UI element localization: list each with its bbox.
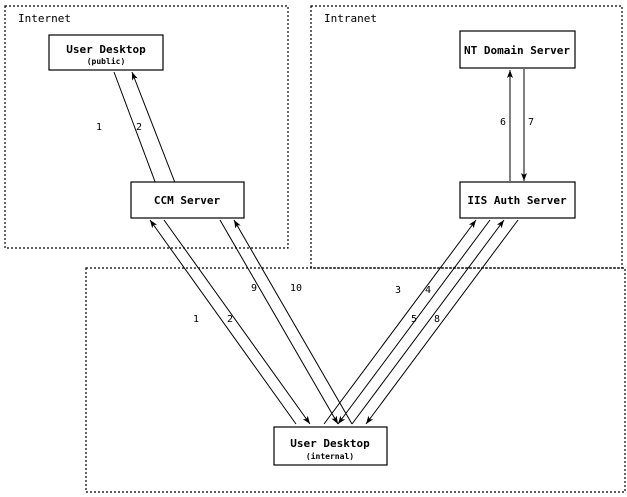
node-user-desktop-public-subtitle: (public) bbox=[87, 56, 126, 66]
flow-line-5-internal-to-iis bbox=[351, 219, 505, 425]
zone-internet-label: Internet bbox=[18, 12, 71, 25]
flow-line-10-internal-to-ccm bbox=[233, 219, 353, 425]
flow-line-2b-ccm-to-internal bbox=[163, 219, 311, 425]
flow-line-4-iis-to-internal bbox=[337, 219, 491, 425]
step-label-3: 3 bbox=[395, 285, 401, 296]
node-nt-domain-server-box[interactable] bbox=[459, 30, 576, 69]
flow-iis-nt-domain bbox=[507, 69, 527, 181]
step-label-6: 6 bbox=[500, 117, 506, 128]
node-nt-domain-server-title: NT Domain Server bbox=[464, 44, 570, 57]
node-user-desktop-public-box[interactable] bbox=[48, 34, 164, 71]
step-label-4: 4 bbox=[425, 285, 431, 296]
node-ccm-server-title: CCM Server bbox=[154, 194, 221, 207]
node-iis-auth-server-box[interactable] bbox=[459, 181, 576, 219]
flow-ccm-internal-desktop-b bbox=[219, 219, 353, 425]
flow-line-8-iis-to-internal bbox=[365, 219, 519, 425]
node-user-desktop-internal-subtitle: (internal) bbox=[306, 451, 354, 461]
zone-intranet-label: Intranet bbox=[324, 12, 377, 25]
node-nt-domain-server[interactable]: NT Domain Server bbox=[459, 30, 576, 69]
flow-internal-desktop-iis-a bbox=[323, 219, 491, 425]
node-user-desktop-public-title: User Desktop bbox=[66, 43, 146, 56]
node-user-desktop-internal[interactable]: User Desktop (internal) bbox=[273, 426, 388, 466]
flow-line-1b-internal-to-ccm bbox=[149, 219, 297, 425]
step-label-7: 7 bbox=[528, 117, 534, 128]
node-user-desktop-internal-box[interactable] bbox=[273, 426, 388, 466]
node-user-desktop-internal-title: User Desktop bbox=[290, 437, 370, 450]
flow-line-9-ccm-to-internal bbox=[219, 219, 339, 425]
flow-internal-desktop-ccm-a bbox=[149, 219, 311, 425]
zone-internet: Internet bbox=[4, 5, 289, 249]
step-label-9: 9 bbox=[251, 283, 257, 294]
step-label-1-public: 1 bbox=[96, 122, 102, 133]
step-label-8: 8 bbox=[434, 314, 440, 325]
flow-internal-desktop-iis-b bbox=[351, 219, 519, 425]
zone-internal-network bbox=[85, 267, 626, 493]
step-labels: 1 2 6 7 9 10 1 2 3 4 5 8 bbox=[96, 117, 534, 325]
zone-internet-boundary bbox=[4, 5, 289, 249]
node-ccm-server-box[interactable] bbox=[130, 181, 245, 219]
node-ccm-server[interactable]: CCM Server bbox=[130, 181, 245, 219]
node-user-desktop-public[interactable]: User Desktop (public) bbox=[48, 34, 164, 71]
step-label-2-internal: 2 bbox=[227, 314, 233, 325]
step-label-10: 10 bbox=[290, 283, 302, 294]
node-iis-auth-server-title: IIS Auth Server bbox=[467, 194, 567, 207]
zone-internal-boundary bbox=[85, 267, 626, 493]
step-label-1-internal: 1 bbox=[193, 314, 199, 325]
flow-line-3-internal-to-iis bbox=[323, 219, 477, 425]
step-label-5: 5 bbox=[411, 314, 417, 325]
step-label-2-public: 2 bbox=[136, 122, 142, 133]
node-iis-auth-server[interactable]: IIS Auth Server bbox=[459, 181, 576, 219]
